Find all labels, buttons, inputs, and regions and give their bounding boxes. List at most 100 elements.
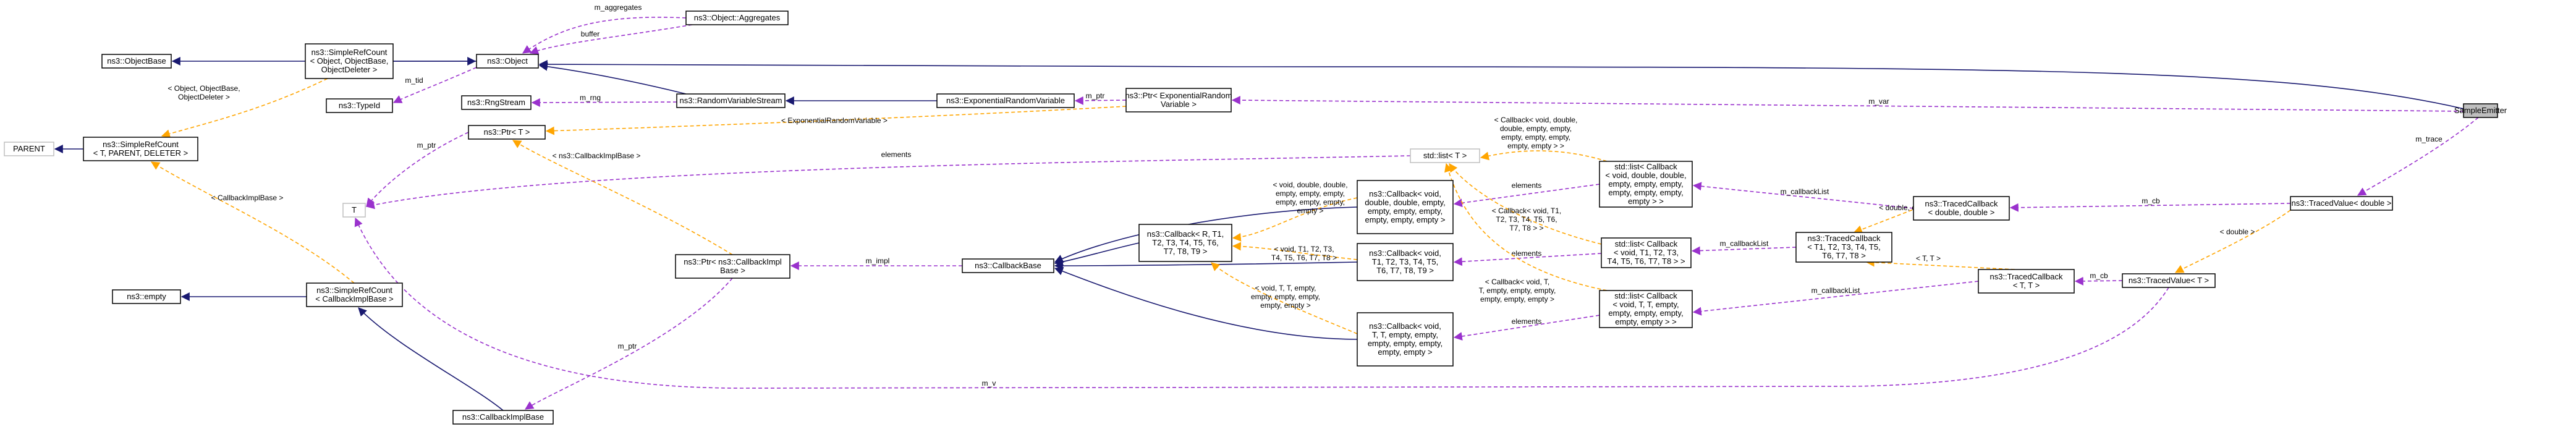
edge-label: < Callback< void, T, <box>1485 278 1550 286</box>
class-node-exp-random-var[interactable]: ns3::ExponentialRandomVariable <box>936 93 1075 108</box>
node-box <box>1138 224 1232 262</box>
edge-label: ObjectDeleter > <box>178 93 230 101</box>
edge-line <box>354 217 2169 389</box>
edge-line <box>161 78 328 138</box>
edge-tmpl-sref-cbimpl: < CallbackImplBase > <box>151 161 355 284</box>
edge-line <box>1853 196 1947 234</box>
node-label: ns3::Callback< R, T1, <box>1147 229 1224 239</box>
node-label: T4, T5, T6, T7, T8 > > <box>1607 257 1685 266</box>
class-node-traced-cb-tt[interactable]: ns3::TracedCallback< T, T > <box>1978 269 2075 294</box>
node-label: < void, T, T, empty, <box>1612 300 1679 309</box>
class-node-empty[interactable]: ns3::empty <box>112 289 181 304</box>
edge-label: elements <box>881 150 912 159</box>
edge-label: m_aggregates <box>595 3 642 12</box>
node-box <box>101 54 172 69</box>
node-label: ns3::TracedCallback <box>1989 272 2063 281</box>
edge-line <box>1231 96 2464 112</box>
node-box <box>1357 180 1454 234</box>
edge-line <box>538 60 2464 109</box>
node-label: empty, empty, empty, <box>1608 179 1683 189</box>
edge-label: m_callbackList <box>1720 239 1769 248</box>
class-node-objectbase[interactable]: ns3::ObjectBase <box>101 54 172 69</box>
class-node-typeid[interactable]: ns3::TypeId <box>326 98 393 113</box>
node-label: std::list< Callback <box>1614 162 1677 171</box>
class-node-stdlist-t[interactable]: std::list< T > <box>1410 148 1480 163</box>
class-node-callback-double[interactable]: ns3::Callback< void,double, double, empt… <box>1357 180 1454 234</box>
node-label: empty, empty, empty > <box>1365 215 1446 224</box>
edge-label: m_impl <box>866 257 890 265</box>
edge-label: empty, empty, empty, <box>1276 198 1345 206</box>
class-node-rng-stream[interactable]: ns3::RngStream <box>461 95 532 110</box>
edge-label: empty > <box>1297 206 1323 215</box>
node-box <box>476 54 539 69</box>
edge-tmpl-ptr-cbimpl: < ns3::CallbackImplBase > <box>512 140 733 255</box>
node-box <box>1978 269 2075 294</box>
class-node-traced-cb-t1[interactable]: ns3::TracedCallback< T1, T2, T3, T4, T5,… <box>1795 232 1892 263</box>
edge-label: < Callback< void, T1, <box>1492 206 1562 215</box>
node-box <box>461 95 532 110</box>
edge-line <box>1232 197 1358 242</box>
edge-cb-tt-to-cbbase <box>1054 267 1358 340</box>
class-node-cbimplbase[interactable]: ns3::CallbackImplBase <box>452 410 554 425</box>
node-label: ns3::Object <box>487 56 528 66</box>
edge-label: < void, T1, T2, T3, <box>1274 245 1334 253</box>
edge-trace: m_trace <box>2357 117 2479 196</box>
node-box <box>2290 196 2393 211</box>
class-node-traced-cb-double[interactable]: ns3::TracedCallback< double, double > <box>1913 196 2010 221</box>
edge-label: < T, T > <box>1916 254 1941 263</box>
node-label: ns3::SimpleRefCount <box>311 48 388 57</box>
edge-label: m_callbackList <box>1781 187 1829 196</box>
node-label: double, double, empty, <box>1365 198 1446 207</box>
edge-stdlist-double-to-cb: elements <box>1453 181 1600 208</box>
class-node-cbbase[interactable]: ns3::CallbackBase <box>962 258 1054 273</box>
class-node-random-var-stream[interactable]: ns3::RandomVariableStream <box>676 93 786 108</box>
class-node-ptr-cbimpl[interactable]: ns3::Ptr< ns3::CallbackImplBase > <box>675 254 790 279</box>
node-box <box>1599 290 1693 328</box>
class-node-parent[interactable]: PARENT <box>4 142 54 156</box>
class-node-callback-tt[interactable]: ns3::Callback< void,T, T, empty, empty,e… <box>1357 312 1454 367</box>
class-node-stdlist-double[interactable]: std::list< Callback< void, double, doubl… <box>1599 161 1693 208</box>
edge-line <box>1865 258 2015 270</box>
edge-label: m_tid <box>405 76 423 85</box>
node-label: < void, double, double, <box>1605 171 1686 180</box>
node-box <box>1795 232 1892 263</box>
class-node-stdlist-t1[interactable]: std::list< Callback< void, T1, T2, T3,T4… <box>1601 237 1692 268</box>
class-node-srefcount-cbimpl[interactable]: ns3::SimpleRefCount< CallbackImplBase > <box>306 282 403 307</box>
edge-label: T7, T8 > > <box>1509 224 1543 232</box>
class-node-callback-t[interactable]: ns3::Callback< void,T1, T2, T3, T4, T5,T… <box>1357 243 1454 281</box>
class-node-t[interactable]: T <box>342 203 366 218</box>
edge-label: T2, T3, T4, T5, T6, <box>1496 215 1557 224</box>
node-box <box>452 410 554 425</box>
node-label: T6, T7, T8, T9 > <box>1376 266 1434 275</box>
node-label: std::list< Callback <box>1615 239 1678 248</box>
node-label: empty, empty, empty, <box>1368 339 1443 348</box>
class-node-traced-value-double[interactable]: ns3::TracedValue< double > <box>2290 196 2393 211</box>
class-node-srefcount-t[interactable]: ns3::SimpleRefCount< T, PARENT, DELETER … <box>83 137 198 161</box>
edge-label: m_callbackList <box>1811 286 1860 295</box>
node-label: T6, T7, T8 > <box>1822 251 1866 260</box>
edge-label: < void, T, T, empty, <box>1255 284 1316 292</box>
class-node-srefcount-object[interactable]: ns3::SimpleRefCount< Object, ObjectBase,… <box>305 43 394 79</box>
class-node-ptr-t[interactable]: ns3::Ptr< T > <box>468 125 546 140</box>
nodes-layer: SampleEmitterns3::Objectns3::ObjectBasen… <box>4 11 2507 425</box>
edge-line <box>522 17 687 54</box>
edge-rng: m_rng <box>531 93 677 107</box>
class-node-sample-emitter[interactable]: SampleEmitter <box>2454 103 2507 118</box>
edge-label: m_ptr <box>417 141 436 150</box>
node-label: ns3::Callback< void, <box>1369 248 1441 258</box>
node-box <box>1410 148 1480 163</box>
node-box <box>83 137 198 161</box>
class-node-aggregates[interactable]: ns3::Object::Aggregates <box>685 11 789 25</box>
class-node-traced-value-t[interactable]: ns3::TracedValue< T > <box>2122 273 2216 288</box>
node-label: ns3::empty <box>127 292 166 301</box>
class-node-ptr-exp[interactable]: ns3::Ptr< ExponentialRandomVariable > <box>1125 88 1232 112</box>
edge-line <box>1692 281 1979 316</box>
edge-line <box>2009 203 2291 212</box>
node-label: < T, PARENT, DELETER > <box>93 148 188 158</box>
class-node-callback-r[interactable]: ns3::Callback< R, T1,T2, T3, T4, T5, T6,… <box>1138 224 1232 262</box>
edge-label: T, empty, empty, empty, <box>1479 286 1556 295</box>
class-node-object[interactable]: ns3::Object <box>476 54 539 69</box>
class-node-stdlist-tt[interactable]: std::list< Callback< void, T, T, empty,e… <box>1599 290 1693 328</box>
node-label: empty, empty > <box>1378 347 1432 357</box>
